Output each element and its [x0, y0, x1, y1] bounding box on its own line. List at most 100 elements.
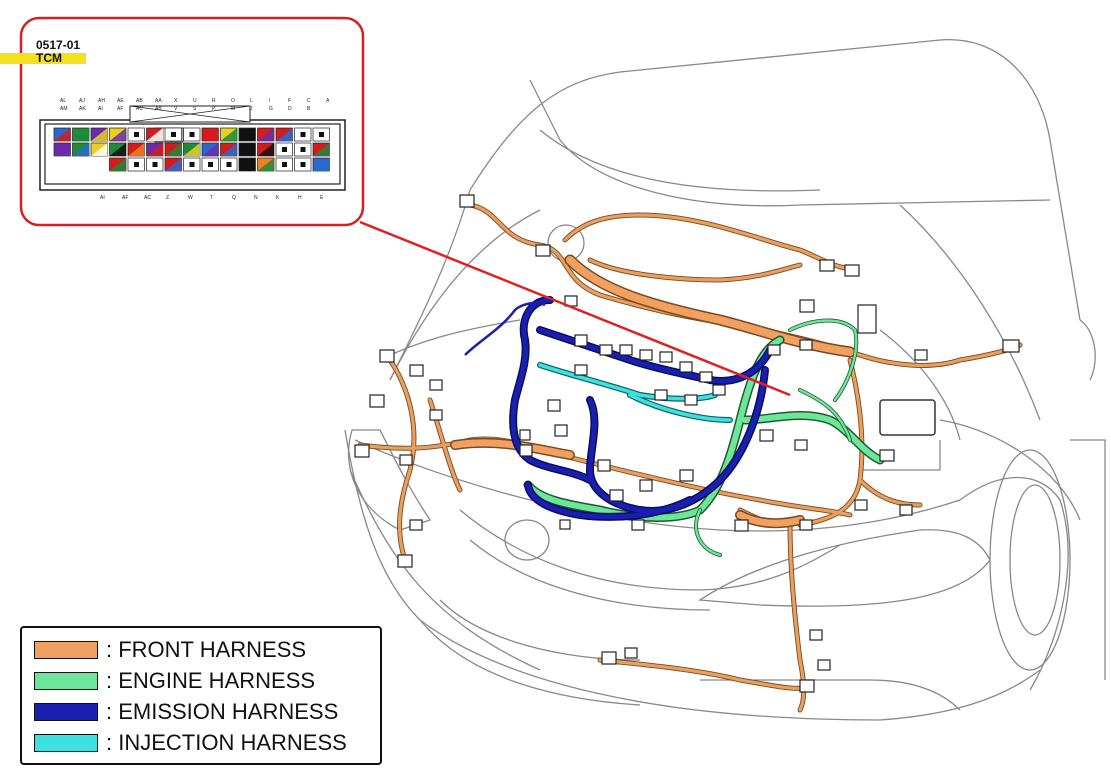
legend-item-front: : FRONT HARNESS	[34, 637, 307, 662]
pin-letter: E	[320, 195, 324, 201]
pin-letter: X	[174, 98, 178, 104]
pin-letter: M	[231, 106, 235, 112]
pin-dot	[282, 147, 287, 152]
pin-cell	[238, 157, 256, 172]
legend-item-emission: : EMISSION HARNESS	[34, 699, 339, 724]
pin-dot	[300, 162, 306, 167]
legend-item-engine: : ENGINE HARNESS	[34, 668, 316, 693]
pin-dot	[208, 162, 213, 167]
pin-stripe	[202, 128, 219, 141]
pin-stripe	[313, 158, 330, 171]
injection-swatch	[34, 734, 98, 752]
pin-stripe	[91, 143, 108, 156]
emission-swatch	[34, 703, 98, 721]
pin-stripe	[257, 128, 274, 141]
pin-letter: AK	[79, 106, 86, 112]
pin-letter: R	[212, 98, 216, 104]
pin-letter: G	[269, 106, 273, 112]
pin-dot	[152, 162, 158, 167]
pin-letter: A	[326, 98, 330, 104]
pin-stripe	[183, 143, 200, 156]
connector-code: 0517-01	[36, 38, 81, 52]
emission-harness-branch	[464, 301, 546, 356]
pin-letter: AL	[60, 98, 66, 104]
legend-label-engine: : ENGINE HARNESS	[106, 668, 316, 693]
pin-stripe	[54, 143, 71, 156]
engine-swatch	[34, 672, 98, 690]
pin-dot	[171, 132, 176, 137]
pin-letter: O	[231, 98, 235, 104]
pin-letter: K	[276, 195, 280, 201]
pin-letter: I	[269, 98, 270, 104]
pin-stripe	[313, 143, 330, 156]
legend-label-injection: : INJECTION HARNESS	[106, 730, 347, 755]
pin-letter: U	[193, 98, 197, 104]
pin-letter: C	[307, 98, 311, 104]
pin-stripe	[109, 128, 126, 141]
legend-label-emission: : EMISSION HARNESS	[106, 699, 339, 724]
pin-letter: AH	[98, 98, 105, 104]
pin-letter: H	[298, 195, 302, 201]
pin-letter: AA	[155, 98, 162, 104]
pin-stripe	[165, 143, 182, 156]
pin-dot	[134, 162, 139, 167]
pin-letter: AB	[136, 98, 143, 104]
legend-label-front: : FRONT HARNESS	[106, 637, 307, 662]
pin-letter: AF	[122, 195, 128, 201]
pin-stripe	[146, 143, 163, 156]
pin-letter: AI	[100, 195, 105, 201]
pin-stripe	[109, 143, 126, 156]
pin-cell	[238, 127, 256, 142]
pin-letter: AE	[117, 98, 124, 104]
pin-letter: AM	[60, 106, 68, 112]
pin-letter: F	[288, 98, 291, 104]
pin-letter: AB	[155, 106, 162, 112]
pin-letter: J	[250, 106, 253, 112]
pin-stripe	[202, 143, 219, 156]
pin-letter: AC	[136, 106, 143, 112]
connectors	[354, 194, 1020, 693]
pin-letter: T	[210, 195, 213, 201]
connector-label: 0517-01 TCM	[36, 38, 80, 65]
pin-letter: S	[193, 106, 197, 112]
pin-stripe	[109, 158, 126, 171]
pin-letter: AJ	[79, 98, 85, 104]
pin-stripe	[72, 128, 89, 141]
callout-line	[359, 220, 791, 397]
pin-letter: V	[174, 106, 178, 112]
pin-cell	[238, 142, 256, 157]
pin-letter: N	[254, 195, 258, 201]
pin-dot	[282, 162, 287, 167]
pin-dot	[189, 132, 195, 137]
pin-dot	[300, 147, 306, 152]
tcm-callout	[19, 16, 791, 397]
engine-harness-branches	[694, 319, 858, 557]
pin-stripe	[276, 128, 293, 141]
pin-letter: B	[307, 106, 311, 112]
pin-stripe	[257, 143, 274, 156]
pin-stripe	[91, 128, 108, 141]
front-harness	[358, 203, 1022, 712]
pin-stripe	[165, 158, 182, 171]
pin-dot	[189, 162, 195, 167]
pin-letter: Z	[166, 195, 169, 201]
pin-stripe	[72, 143, 89, 156]
pin-dot	[134, 132, 139, 137]
pin-letter: AF	[117, 106, 123, 112]
pin-letter: P	[212, 106, 216, 112]
pin-letter: AC	[144, 195, 151, 201]
pin-letter: Q	[232, 195, 236, 201]
pin-dot	[300, 132, 306, 137]
pin-letter: L	[250, 98, 253, 104]
pin-stripe	[220, 128, 237, 141]
pin-stripe	[128, 143, 145, 156]
pin-letter: AI	[98, 106, 103, 112]
pin-stripe	[54, 128, 71, 141]
connector-name: TCM	[36, 51, 62, 65]
pin-stripe	[146, 128, 163, 141]
tcm-highlight	[0, 53, 86, 64]
